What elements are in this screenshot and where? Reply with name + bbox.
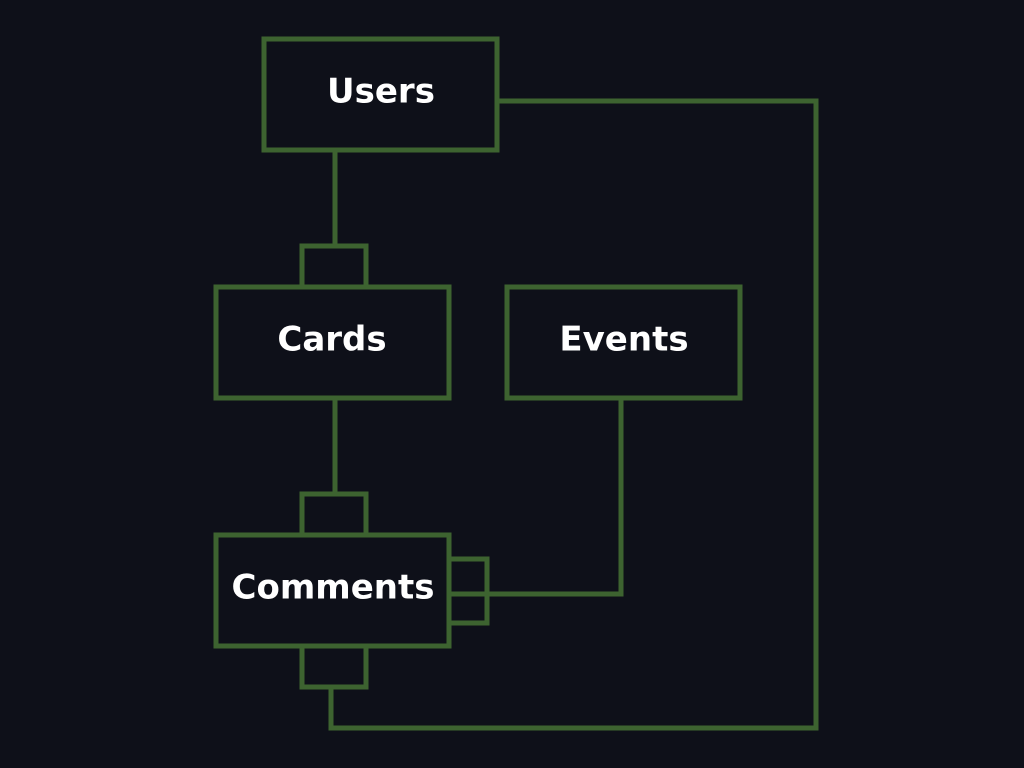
users-entity-label: Users — [327, 72, 435, 112]
events-entity-label: Events — [559, 320, 688, 360]
cards-entity-box[interactable] — [213, 284, 452, 401]
comments-entity-label: Comments — [232, 568, 435, 608]
users-entity-box[interactable] — [261, 36, 500, 153]
comments-entity-box[interactable] — [213, 532, 452, 649]
cards-entity-label: Cards — [277, 320, 386, 360]
events-entity-box[interactable] — [504, 284, 743, 401]
